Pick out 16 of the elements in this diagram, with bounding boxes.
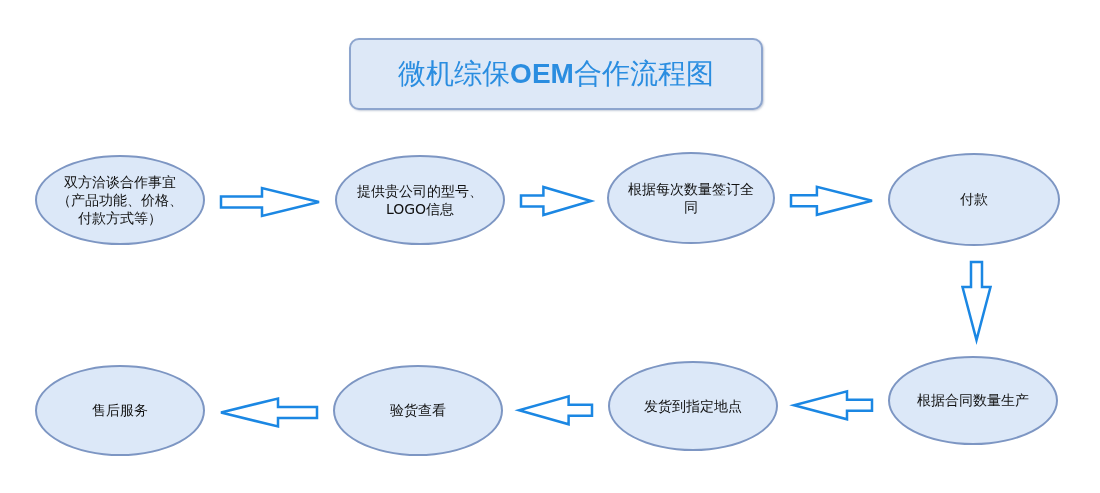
step-label: 提供贵公司的型号、LOGO信息 [356, 181, 484, 219]
block-arrow [514, 394, 594, 426]
step-label: 双方洽谈合作事宜（产品功能、价格、付款方式等） [56, 172, 184, 228]
step-label: 根据合同数量生产 [916, 391, 1030, 410]
step-label: 售后服务 [91, 401, 149, 420]
block-arrow [219, 186, 321, 218]
step-label: 根据每次数量签订全同 [627, 179, 755, 217]
block-arrow [789, 185, 874, 217]
step-label: 付款 [959, 190, 989, 209]
block-arrow [519, 185, 596, 217]
step-label: 验货查看 [389, 401, 447, 420]
block-arrow [960, 260, 993, 345]
step-label: 发货到指定地点 [643, 396, 743, 416]
title-banner: 微机综保OEM合作流程图 [349, 38, 763, 110]
block-arrow [789, 389, 874, 421]
block-arrow [219, 396, 319, 429]
